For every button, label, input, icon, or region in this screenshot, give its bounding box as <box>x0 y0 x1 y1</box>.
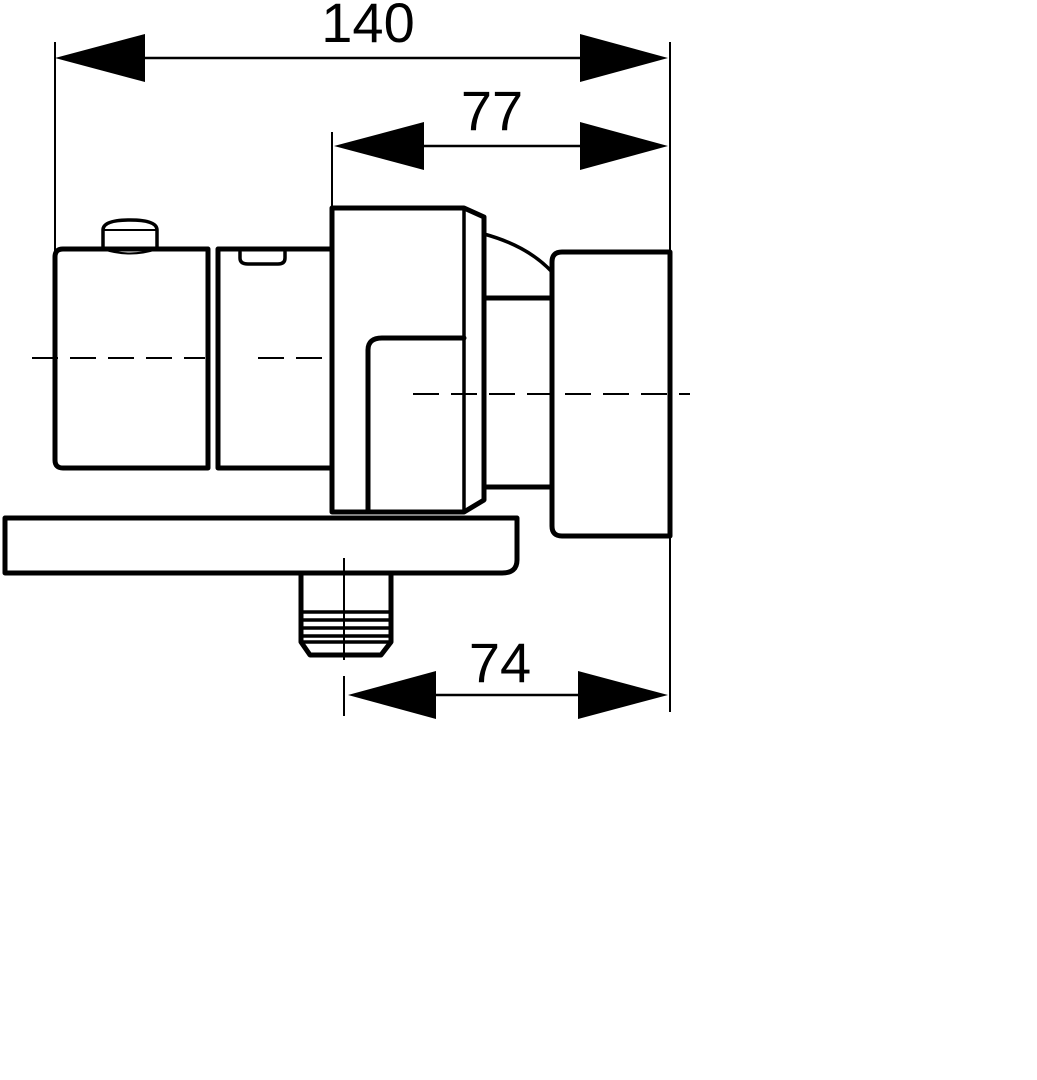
arrowhead-right <box>580 122 668 170</box>
base-plate-body <box>2 515 520 576</box>
dimension-spout-offset: 74 <box>343 631 668 719</box>
arrowhead-right <box>578 671 668 719</box>
spout-body <box>298 572 394 658</box>
middle-slot <box>238 250 287 266</box>
central-body <box>329 205 487 515</box>
arrowhead-right <box>580 34 668 82</box>
right-cap <box>549 249 673 539</box>
central-inner-step <box>365 335 467 515</box>
cap-body <box>549 249 673 539</box>
central-housing <box>329 205 487 515</box>
arrowhead-left <box>55 34 145 82</box>
dimension-label-outlet: 77 <box>461 79 523 142</box>
dimension-overall-width: 140 <box>54 0 671 712</box>
dimension-label-overall: 140 <box>321 0 414 54</box>
middle-block <box>215 246 333 471</box>
knob-base-curve <box>102 248 158 255</box>
handle-body <box>52 246 211 471</box>
knob <box>101 218 159 251</box>
arrowhead-left <box>348 671 436 719</box>
dimension-label-spout: 74 <box>469 631 531 694</box>
handle-block <box>52 218 211 471</box>
middle-body <box>215 246 333 471</box>
connector-curve <box>482 232 554 274</box>
dimension-outlet-offset: 77 <box>331 79 668 208</box>
centerlines <box>32 357 690 660</box>
arrowhead-left <box>334 122 424 170</box>
base-plate <box>2 515 520 576</box>
threaded-spout <box>298 572 394 658</box>
connector <box>481 232 555 490</box>
